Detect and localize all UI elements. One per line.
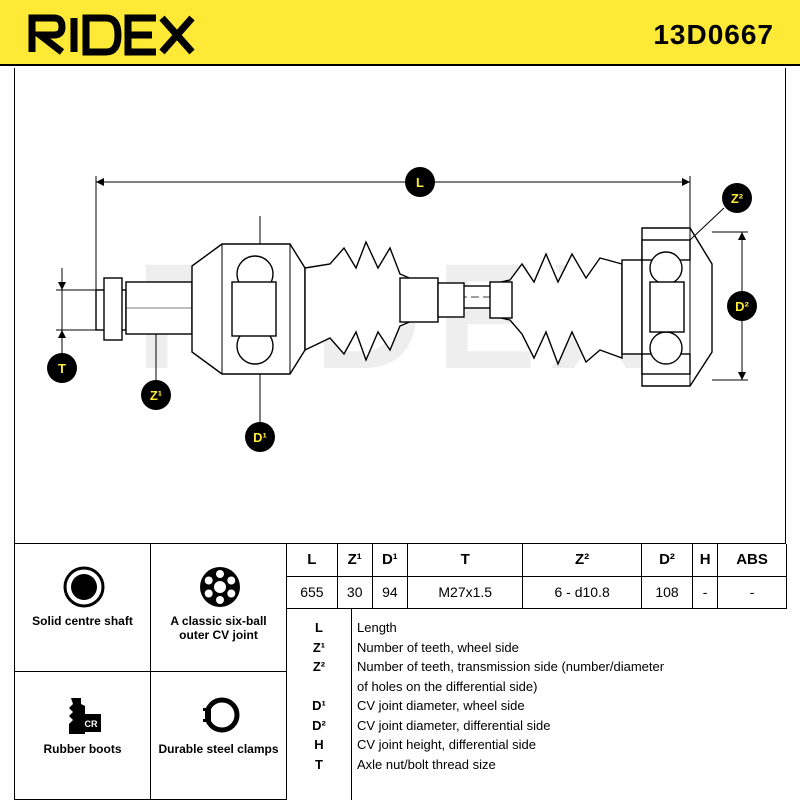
legend-symbol: D² <box>312 718 326 733</box>
legend-row: D¹ CV joint diameter, wheel side <box>287 696 787 716</box>
svg-text:L: L <box>416 175 424 190</box>
feature-solid-shaft: Solid centre shaft <box>15 544 151 672</box>
legend-row: of holes on the differential side) <box>287 677 787 697</box>
drawing-frame <box>14 68 786 544</box>
steel-clamp-icon <box>201 697 240 733</box>
feature-label: Rubber boots <box>43 742 122 756</box>
spec-panel: Solid centre shaft A classic six-ball ou… <box>14 543 787 800</box>
svg-text:D¹: D¹ <box>253 430 267 445</box>
spec-header: H <box>692 544 719 577</box>
spec-value: 108 <box>641 576 694 609</box>
legend-divider <box>351 608 352 800</box>
spec-table: L Z¹ D¹ T Z² D² H ABS 655 30 94 M27x1.5 … <box>287 544 787 609</box>
svg-text:Z²: Z² <box>731 191 744 206</box>
svg-text:D²: D² <box>735 299 749 314</box>
spec-header: ABS <box>717 544 787 577</box>
legend-symbol: Z¹ <box>312 640 326 655</box>
spec-header: D¹ <box>372 544 409 577</box>
badge-T: T <box>47 353 77 383</box>
legend-text: Number of teeth, wheel side <box>357 640 519 655</box>
legend-text: Axle nut/bolt thread size <box>357 757 496 772</box>
part-number: 13D0667 <box>653 19 774 50</box>
ridex-logo <box>28 14 195 56</box>
rubber-boot-icon: CR <box>69 698 101 734</box>
feature-label: Solid centre shaft <box>32 614 133 628</box>
spec-header: L <box>287 544 338 577</box>
legend-text: CV joint diameter, differential side <box>357 718 551 733</box>
feature-six-ball-joint: A classic six-ball outer CV joint <box>151 544 287 672</box>
legend-row: H CV joint height, differential side <box>287 735 787 755</box>
legend-row: T Axle nut/bolt thread size <box>287 755 787 775</box>
spec-header: T <box>407 544 524 577</box>
spec-header: Z² <box>522 544 642 577</box>
spec-value: 94 <box>372 576 409 609</box>
badge-Z2: Z² <box>722 183 752 213</box>
spec-header: D² <box>641 544 694 577</box>
spec-value: - <box>692 576 719 609</box>
legend-symbol: H <box>314 737 324 752</box>
legend-symbol: D¹ <box>312 698 326 713</box>
legend-text: Length <box>357 620 397 635</box>
legend-row: L Length <box>287 618 787 638</box>
legend-row: Z¹ Number of teeth, wheel side <box>287 638 787 658</box>
feature-label: Durable steel clamps <box>158 742 279 756</box>
legend-symbol: L <box>315 620 323 635</box>
legend: L Length Z¹ Number of teeth, wheel side … <box>287 608 787 800</box>
badge-L: L <box>405 167 435 197</box>
legend-symbol: T <box>315 757 323 772</box>
spec-header: Z¹ <box>337 544 373 577</box>
header-bar: 13D0667 <box>0 0 800 66</box>
spec-value: M27x1.5 <box>407 576 524 609</box>
legend-text: of holes on the differential side) <box>357 679 538 694</box>
six-ball-joint-icon <box>200 567 240 607</box>
spec-header-row: L Z¹ D¹ T Z² D² H ABS <box>287 544 787 577</box>
legend-row: Z² Number of teeth, transmission side (n… <box>287 657 787 677</box>
legend-text: CV joint height, differential side <box>357 737 536 752</box>
badge-D2: D² <box>727 291 757 321</box>
spec-value: - <box>717 576 787 609</box>
legend-text: CV joint diameter, wheel side <box>357 698 525 713</box>
feature-steel-clamps: Durable steel clamps <box>151 672 287 800</box>
badge-Z1: Z¹ <box>141 380 171 410</box>
svg-text:Z¹: Z¹ <box>150 388 162 403</box>
svg-text:T: T <box>58 361 66 376</box>
spec-value: 655 <box>287 576 338 609</box>
feature-rubber-boots: CR Rubber boots <box>15 672 151 800</box>
spec-value: 30 <box>337 576 373 609</box>
legend-symbol: Z² <box>312 659 326 674</box>
badge-D1: D¹ <box>245 422 275 452</box>
feature-label: A classic six-ball outer CV joint <box>170 614 267 642</box>
spec-value: 6 - d10.8 <box>522 576 642 609</box>
solid-circle-icon <box>63 566 105 608</box>
spec-block: L Z¹ D¹ T Z² D² H ABS 655 30 94 M27x1.5 … <box>287 544 787 800</box>
svg-text:CR: CR <box>85 719 98 729</box>
legend-row: D² CV joint diameter, differential side <box>287 716 787 736</box>
legend-text: Number of teeth, transmission side (numb… <box>357 659 665 674</box>
spec-value-row: 655 30 94 M27x1.5 6 - d10.8 108 - - <box>287 576 787 609</box>
driveshaft-drawing: RIDEX <box>47 167 757 452</box>
